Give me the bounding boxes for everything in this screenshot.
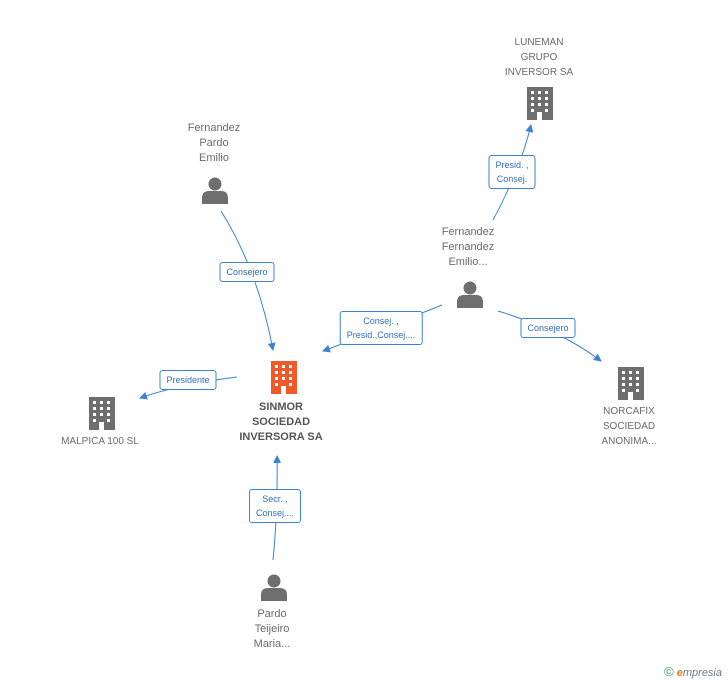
central-company-building-icon[interactable] [268,360,300,394]
company-luneman-name[interactable]: LUNEMAN GRUPO INVERSOR SA [504,37,574,78]
brand-name: mpresia [682,667,722,679]
person-fernandez-pardo-icon[interactable] [201,176,229,204]
brand-initial: e [676,667,683,679]
person-pardo-teijeiro-icon[interactable] [260,573,288,601]
person-fernandez-pardo-name[interactable]: Fernandez Pardo Emilio [187,122,241,164]
person-pardo-teijeiro-name[interactable]: Pardo Teijeiro Maria... [253,608,291,650]
copyright-icon: © [664,664,674,679]
footer-brand[interactable]: © empresia [664,664,722,679]
person-fernandez-fernandez-icon[interactable] [456,280,484,308]
edge-label-presid-consej-luneman[interactable]: Presid. , Consej. [488,155,536,189]
company-norcafix-name[interactable]: NORCAFIX SOCIEDAD ANONIMA... [601,406,657,447]
company-luneman-building-icon[interactable] [524,86,556,120]
edge-label-consejero-fpe[interactable]: Consejero [219,262,275,282]
company-malpica-building-icon[interactable] [86,396,118,430]
edge-label-secr-consej-ptm[interactable]: Secr. , Consej.... [248,489,302,523]
edge-label-consejero-norcafix[interactable]: Consejero [520,318,576,338]
person-fernandez-fernandez-name[interactable]: Fernandez Fernandez Emilio... [441,226,495,268]
edge-label-presidente-malpica[interactable]: Presidente [159,370,217,390]
company-malpica-name[interactable]: MALPICA 100 SL [61,436,139,447]
company-norcafix-building-icon[interactable] [615,366,647,400]
central-company-name[interactable]: SINMOR SOCIEDAD INVERSORA SA [239,401,323,443]
edge-label-consej-presid-sinmor[interactable]: Consej. , Presid.,Consej.... [339,311,423,345]
